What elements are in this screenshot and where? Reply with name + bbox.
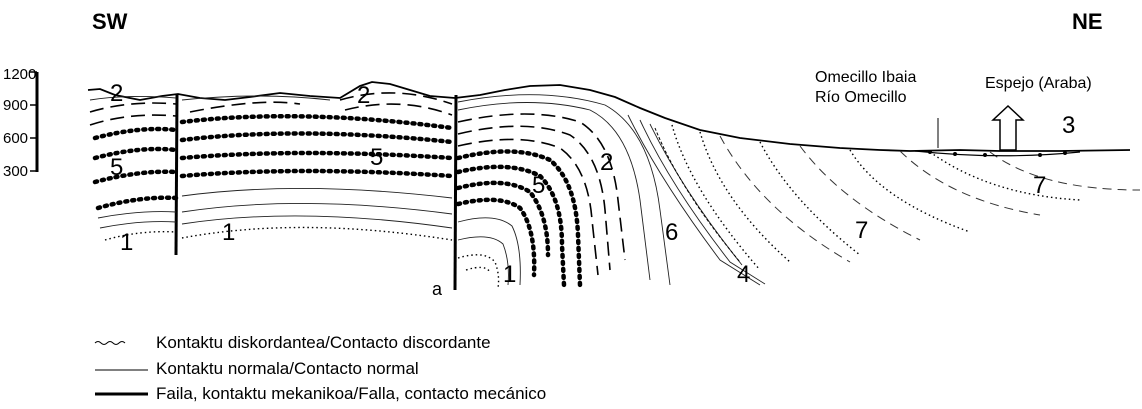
legend-symbol-discordant: [94, 341, 126, 345]
orientation-sw: SW: [92, 9, 128, 34]
elevation-label-1200: 1200: [3, 66, 36, 83]
fault-left: [174, 94, 179, 256]
unit-label-1-mid: 1: [222, 219, 235, 246]
legend-text-normal: Kontaktu normala/Contacto normal: [156, 359, 419, 378]
elevation-scale: 1200 900 600 300: [3, 66, 39, 180]
town-arrow-icon: [991, 104, 1025, 151]
fault-label-a: a: [432, 279, 443, 299]
unit-label-7-right: 7: [1033, 172, 1046, 199]
elevation-label-600: 600: [3, 130, 28, 147]
discordant-contact: [654, 127, 741, 263]
legend-text-discordant: Kontaktu diskordantea/Contacto discordan…: [156, 333, 491, 352]
unit-label-7-mid: 7: [855, 217, 868, 244]
legend-text-fault: Faila, kontaktu mekanikoa/Falla, contact…: [156, 384, 546, 403]
unit-label-3: 3: [1062, 112, 1075, 139]
unit-label-2-right: 2: [600, 149, 613, 176]
unit-label-5-right: 5: [532, 172, 545, 199]
legend: Kontaktu diskordantea/Contacto discordan…: [94, 333, 546, 403]
river-label-spanish: Río Omecillo: [815, 89, 907, 106]
elevation-label-300: 300: [3, 163, 28, 180]
unit-label-2-mid: 2: [357, 82, 370, 109]
fault-a: [453, 94, 458, 291]
town-label: Espejo (Araba): [985, 75, 1092, 92]
unit-label-6: 6: [665, 219, 678, 246]
river-label-basque: Omecillo Ibaia: [815, 69, 916, 86]
unit-label-4: 4: [737, 261, 750, 288]
elevation-label-900: 900: [3, 97, 28, 114]
unit-label-2-left: 2: [110, 80, 123, 107]
unit-label-5-mid: 5: [370, 144, 383, 171]
unit-label-1-right: 1: [503, 261, 516, 288]
orientation-ne: NE: [1072, 9, 1103, 34]
unit-label-1-left: 1: [120, 229, 133, 256]
unit-label-5-left: 5: [110, 154, 123, 181]
topographic-profile: [87, 81, 1131, 152]
